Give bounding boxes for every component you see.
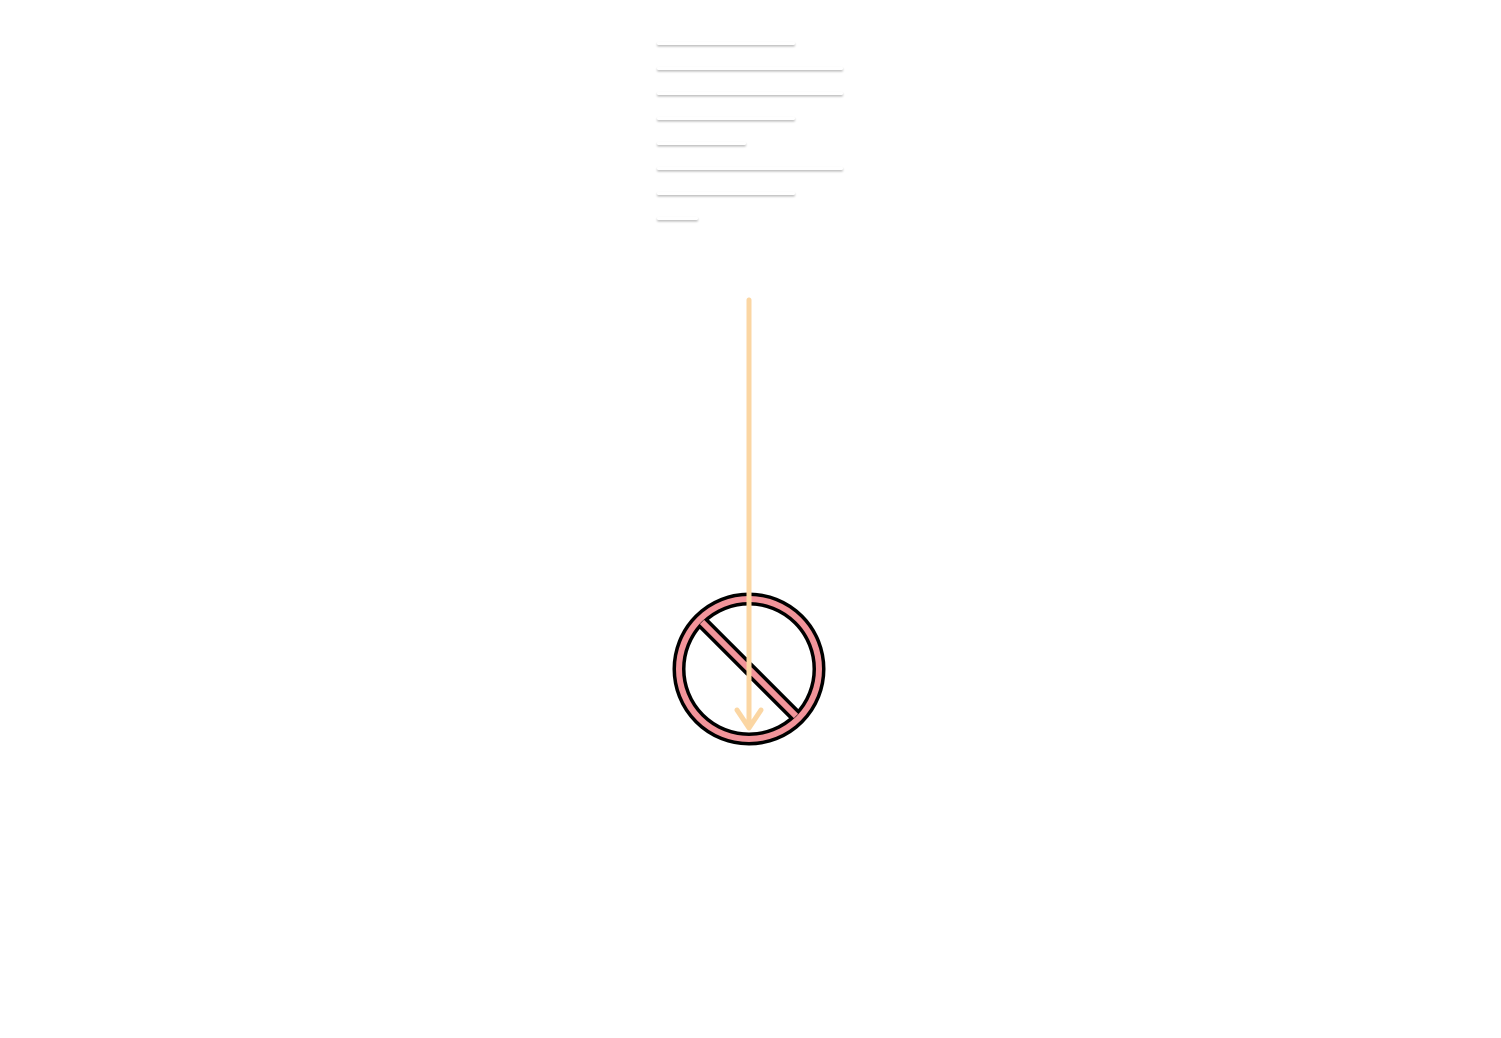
placeholder-text-line bbox=[657, 92, 843, 95]
down-arrow-icon bbox=[734, 297, 764, 731]
placeholder-text-line bbox=[657, 67, 843, 70]
arrow-head bbox=[734, 707, 764, 731]
placeholder-text-line bbox=[657, 42, 795, 45]
placeholder-text-line bbox=[657, 142, 746, 145]
placeholder-text-line bbox=[657, 117, 795, 120]
placeholder-text-line bbox=[657, 192, 795, 195]
placeholder-text-line bbox=[657, 217, 698, 220]
placeholder-text-line bbox=[657, 167, 843, 170]
